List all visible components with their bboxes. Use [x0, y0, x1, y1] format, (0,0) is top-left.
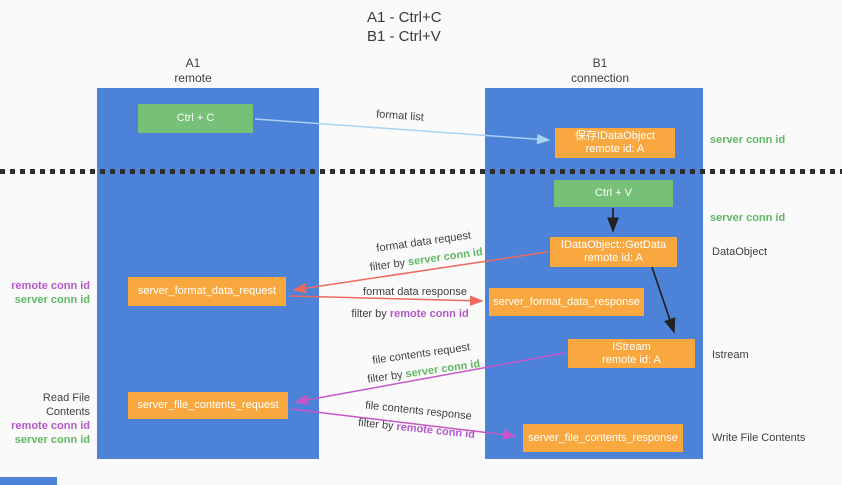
- lane-header-b1: B1 connection: [540, 56, 660, 86]
- label-format-data-response-line2: filter by remote conn id: [351, 308, 469, 320]
- node-ctrl-c-label: Ctrl + C: [176, 112, 215, 124]
- node-server-file-contents-response: server_file_contents_response: [523, 424, 683, 452]
- node-getdata-line2: remote id: A: [584, 252, 643, 264]
- lane-b1-id: B1: [592, 56, 608, 70]
- annot-read-file-contents: Read File Contents: [42, 392, 90, 418]
- annot-server-conn-id-1: server conn id: [14, 294, 90, 306]
- arrow-file-contents-response: [290, 408, 517, 440]
- lane-a1-label: remote: [174, 71, 212, 85]
- label-format-data-response-line1: format data response: [363, 286, 467, 298]
- node-server-format-data-response: server_format_data_response: [489, 288, 644, 316]
- title-line-1: A1 - Ctrl+C: [367, 9, 442, 26]
- node-istream-line2: remote id: A: [602, 353, 661, 366]
- node-save-idataobject: 保存IDataObject remote id: A: [555, 128, 675, 158]
- arrow-format-list: [254, 118, 551, 145]
- node-istream: IStream remote id: A: [568, 339, 695, 368]
- node-ctrl-v-label: Ctrl + V: [595, 187, 632, 199]
- node-getdata-line1: IDataObject::GetData: [560, 239, 667, 251]
- annot-server-conn-id-top: server conn id: [710, 134, 786, 146]
- title-line-2: B1 - Ctrl+V: [367, 28, 441, 45]
- node-istream-line1: IStream: [612, 340, 651, 353]
- annot-remote-conn-id-1: remote conn id: [11, 280, 90, 292]
- annot-server-conn-id-2: server conn id: [14, 434, 90, 446]
- node-server-file-contents-request: server_file_contents_request: [128, 392, 288, 419]
- filter-key-remote-conn-id: remote conn id: [389, 308, 469, 320]
- arrow-getdata-to-istream: [651, 266, 676, 334]
- bottom-blue-strip: [0, 477, 57, 485]
- arrow-format-data-response: [288, 295, 484, 306]
- phase-separator-dotted-line: [0, 169, 842, 174]
- node-fmt-resp-label: server_format_data_response: [493, 295, 640, 308]
- node-ctrl-c: Ctrl + C: [138, 104, 253, 133]
- diagram-title: A1 - Ctrl+C B1 - Ctrl+V: [367, 8, 442, 46]
- lane-a1-id: A1: [185, 56, 201, 70]
- node-save-idataobject-line2: remote id: A: [585, 143, 645, 155]
- node-idataobject-getdata: IDataObject::GetData remote id: A: [550, 237, 677, 267]
- annot-server-conn-id-mid: server conn id: [710, 212, 786, 224]
- annot-dataobject: DataObject: [712, 246, 768, 258]
- node-server-format-data-request: server_format_data_request: [128, 277, 286, 306]
- annot-istream: Istream: [712, 349, 749, 361]
- node-save-idataobject-line1: 保存IDataObject: [574, 130, 656, 142]
- annot-group-format-request: remote conn id server conn id: [5, 279, 90, 307]
- lane-b1-label: connection: [570, 71, 630, 85]
- node-file-resp-label: server_file_contents_response: [528, 431, 678, 444]
- node-file-req-label: server_file_contents_request: [137, 399, 279, 411]
- node-ctrl-v: Ctrl + V: [554, 180, 673, 207]
- arrow-format-data-request: [292, 251, 548, 294]
- annot-remote-conn-id-2: remote conn id: [11, 420, 90, 432]
- lane-header-a1: A1 remote: [133, 56, 253, 86]
- annot-group-file-request: Read File Contents remote conn id server…: [5, 391, 90, 447]
- node-fmt-req-label: server_format_data_request: [137, 285, 277, 297]
- annot-write-file-contents: Write File Contents: [712, 432, 806, 444]
- arrow-file-contents-request: [294, 352, 566, 406]
